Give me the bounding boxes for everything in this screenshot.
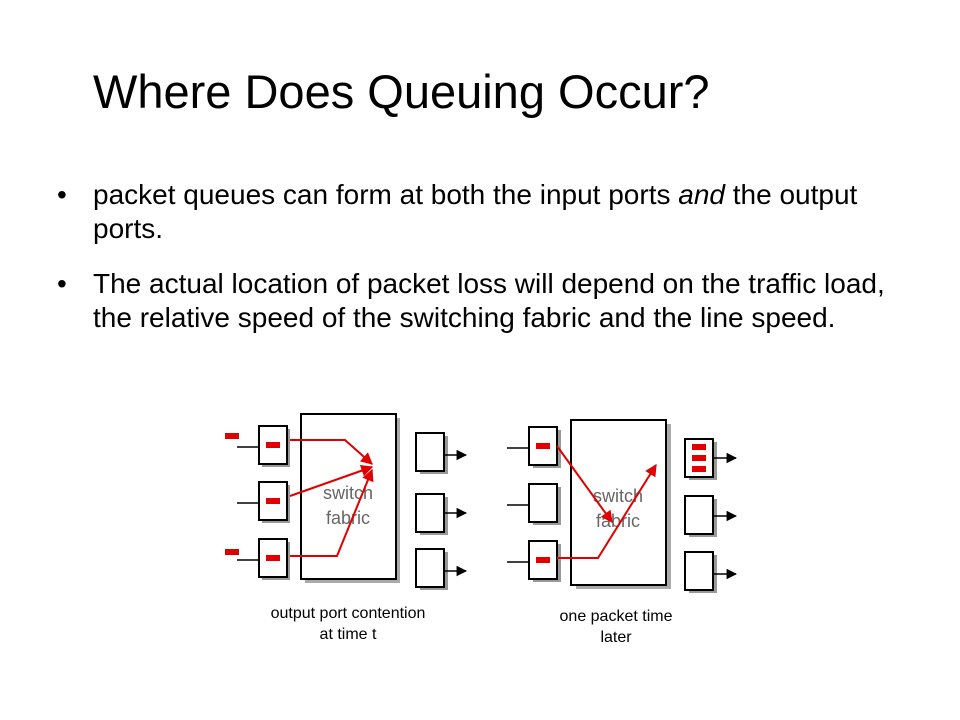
bullet-marker: • (57, 268, 67, 299)
input-port (528, 426, 561, 468)
fabric-label: fabric (596, 511, 640, 531)
packet (536, 557, 550, 563)
packet-path-arrow (557, 463, 657, 559)
output-port (415, 432, 468, 474)
packet-path-arrow (290, 439, 373, 465)
packet-path-arrow (556, 445, 613, 523)
right-switch-diagram: switch fabric (507, 419, 738, 593)
bullet-emphasis: and (678, 179, 725, 210)
packet (692, 455, 706, 461)
right-diagram-caption: one packet time later (531, 606, 701, 648)
fabric-label: switch (593, 486, 643, 506)
packet (536, 443, 550, 449)
bullet-text: The actual location of packet loss will … (93, 268, 885, 333)
input-port (528, 483, 561, 525)
left-switch-diagram: switch fabric (225, 413, 468, 590)
caption-line: output port contention (270, 605, 426, 622)
output-port-queued (684, 438, 738, 480)
input-port (528, 540, 561, 582)
arriving-packet (225, 433, 239, 439)
caption-line: one packet time (559, 608, 673, 625)
packet (692, 466, 706, 472)
output-port (415, 548, 468, 590)
caption-line: at time t (319, 626, 377, 643)
packet-path-arrow (289, 464, 374, 497)
output-port (684, 551, 738, 593)
fabric-label: fabric (326, 508, 370, 528)
left-diagram-caption: output port contention at time t (248, 603, 448, 645)
caption-line: later (600, 629, 632, 646)
output-port (684, 495, 738, 537)
slide-title: Where Does Queuing Occur? (93, 65, 710, 118)
packet (266, 442, 280, 448)
output-port (415, 493, 468, 535)
packet (266, 498, 280, 504)
packet (692, 444, 706, 450)
bullet-text-part: packet queues can form at both the input… (93, 179, 679, 210)
packet (266, 555, 280, 561)
packet-path-arrow (290, 468, 374, 557)
input-port (258, 481, 290, 523)
bullet-text-part: the output ports. (93, 179, 858, 244)
bullet-marker: • (57, 179, 67, 210)
input-port (258, 538, 290, 580)
input-port (258, 425, 290, 467)
switch-fabric: switch fabric (570, 419, 671, 589)
bullet-item: • packet queues can form at both the inp… (57, 178, 917, 246)
bullet-item: • The actual location of packet loss wil… (57, 267, 917, 335)
bullet-text: packet queues can form at both the input… (57, 178, 917, 246)
arriving-packet (225, 549, 239, 555)
